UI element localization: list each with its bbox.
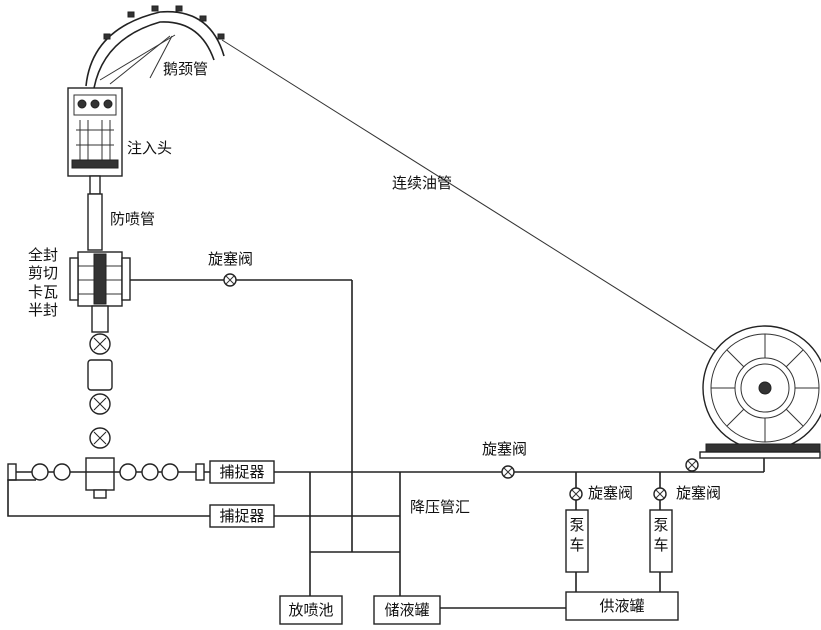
- label-coiled-tubing: 连续油管: [392, 174, 452, 192]
- coiled-tubing-line: [221, 39, 766, 383]
- label-bop-shear: 剪切: [28, 264, 58, 282]
- label-injector-head: 注入头: [127, 139, 172, 157]
- label-bop-blind: 全封: [28, 246, 58, 264]
- pump-truck-1: [565, 509, 589, 573]
- label-plug-valve-main: 旋塞阀: [482, 440, 527, 458]
- label-bop-pipe: 半封: [28, 301, 58, 319]
- flare-pit-label: 放喷池: [288, 601, 333, 619]
- return-loop: [7, 479, 210, 517]
- plug-valve-top: [223, 273, 237, 287]
- wing-valves: [7, 463, 210, 481]
- wellhead-tree: [85, 305, 115, 499]
- pump-truck-2: [649, 509, 673, 573]
- label-plug-valve-pump2: 旋塞阀: [676, 484, 721, 502]
- plug-valve-pump1: [569, 487, 583, 501]
- label-stripper: 防喷管: [110, 210, 155, 228]
- supply-tank: [565, 591, 679, 621]
- plug-valve-main: [501, 465, 515, 479]
- flare-pit: [279, 595, 343, 625]
- plug-valve-reel: [685, 458, 699, 472]
- label-bop-slip: 卡瓦: [28, 283, 58, 301]
- injector-head: [67, 87, 123, 177]
- label-gooseneck: 鹅颈管: [163, 60, 208, 78]
- stripper: [87, 175, 103, 251]
- gooseneck: [85, 5, 225, 89]
- catcher-1-label: 捕捉器: [219, 463, 264, 481]
- storage-tank-label: 储液罐: [384, 601, 429, 619]
- storage-tank: [373, 595, 441, 625]
- label-plug-valve-top: 旋塞阀: [208, 250, 253, 268]
- tubing-reel: [699, 325, 821, 459]
- label-choke-manifold: 降压管汇: [410, 498, 470, 516]
- catcher-2-label: 捕捉器: [219, 507, 264, 525]
- plug-valve-pump2: [653, 487, 667, 501]
- supply-tank-label: 供液罐: [599, 597, 644, 615]
- label-plug-valve-pump1: 旋塞阀: [588, 484, 633, 502]
- pump-truck-1-label: 泵车: [569, 516, 584, 554]
- bop-stack: [69, 251, 131, 307]
- pump-truck-2-label: 泵车: [653, 516, 668, 554]
- choke-manifold: [309, 472, 401, 596]
